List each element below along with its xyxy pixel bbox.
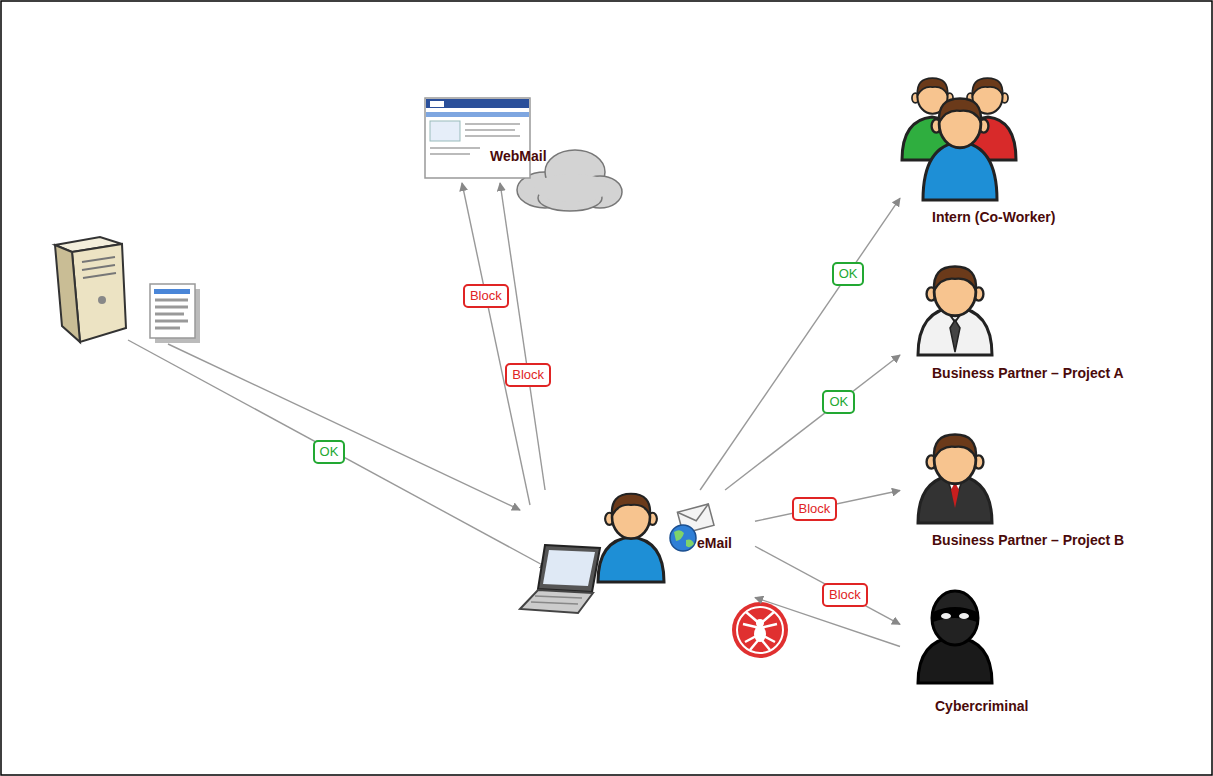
laptop-icon xyxy=(520,545,600,613)
status-badge: OK xyxy=(822,390,855,414)
partner-b-person xyxy=(918,435,992,523)
person-node: Intern (Co-Worker) xyxy=(900,75,1130,229)
connector xyxy=(700,198,900,490)
node-label: WebMail xyxy=(490,148,547,164)
status-badge: Block xyxy=(792,497,838,521)
status-badge: OK xyxy=(313,440,346,464)
server-icon xyxy=(55,237,126,342)
node-label: Business Partner – Project B xyxy=(932,532,1124,548)
document-icon xyxy=(150,284,200,343)
node-label: Cybercriminal xyxy=(935,698,1028,714)
server-line xyxy=(128,340,548,568)
person-node: Business Partner – Project A xyxy=(900,260,1160,385)
virus-icon xyxy=(732,602,788,658)
person-node: Business Partner – Project B xyxy=(900,428,1160,553)
status-badge: Block xyxy=(505,363,551,387)
connector xyxy=(755,491,900,522)
partner-a-person xyxy=(918,267,992,355)
node-label: Intern (Co-Worker) xyxy=(932,209,1055,225)
status-badge: OK xyxy=(832,262,865,286)
intern-group xyxy=(902,78,1016,200)
cybercriminal-person xyxy=(918,591,992,683)
status-badge: Block xyxy=(463,284,509,308)
node-label: eMail xyxy=(697,535,732,551)
server-line xyxy=(168,344,520,510)
connector xyxy=(755,546,900,624)
webmail-screenshot xyxy=(425,98,530,178)
webmail-node: WebMail xyxy=(425,98,560,183)
person-node: Cybercriminal xyxy=(900,588,1080,718)
status-badge: Block xyxy=(822,583,868,607)
node-label: Business Partner – Project A xyxy=(932,365,1124,381)
connector xyxy=(725,355,900,490)
connector xyxy=(462,183,530,505)
user-person xyxy=(598,494,664,582)
user-node: eMail xyxy=(530,490,755,615)
connector xyxy=(500,183,545,490)
